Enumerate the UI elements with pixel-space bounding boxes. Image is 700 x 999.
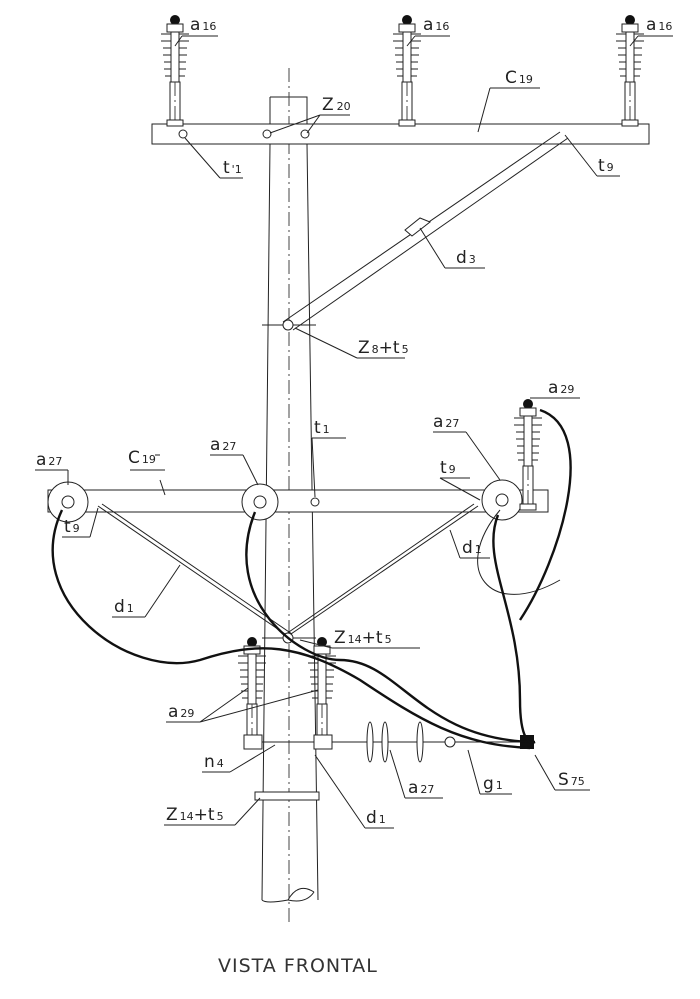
insulator-a16-center [392, 14, 422, 127]
insulator-a16-right [615, 14, 645, 127]
drawing-title: VISTA FRONTAL [218, 955, 378, 977]
label-t1-prime: t'1 [223, 158, 242, 178]
insulator-a16-left [160, 14, 190, 127]
top-crossarm [151, 123, 650, 145]
jumper-cables [51, 408, 572, 750]
leader-lines [35, 35, 673, 829]
pole [261, 68, 319, 925]
brace-d3 [262, 131, 569, 331]
mid-crossarm [47, 479, 549, 644]
